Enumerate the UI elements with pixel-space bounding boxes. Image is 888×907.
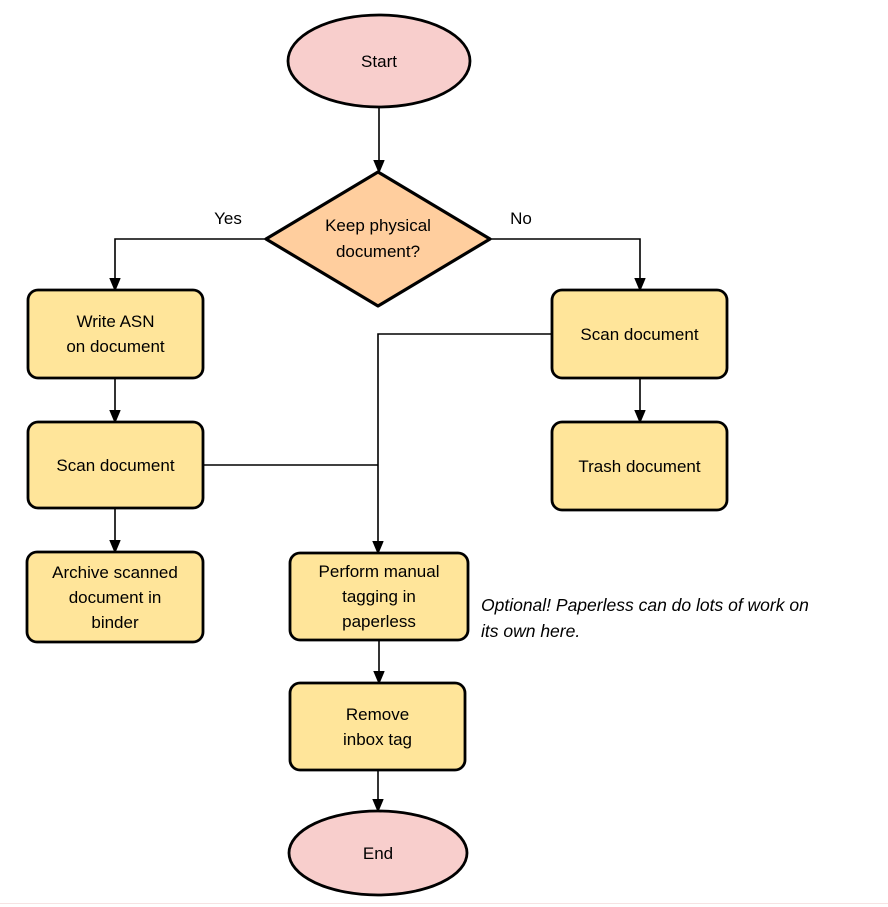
yes-edge-label: Yes — [214, 209, 242, 228]
end-node — [287, 809, 469, 897]
edge-scanright-to-tagging — [378, 333, 552, 543]
trash-document-node — [550, 420, 729, 512]
optional-annotation: Optional! Paperless can do lots of work … — [481, 595, 809, 641]
bottom-edge-divider — [0, 903, 888, 904]
scan-document-left-node — [26, 420, 205, 510]
start-node — [286, 13, 472, 109]
write-asn-node — [26, 288, 205, 380]
edge-decision-yes — [115, 238, 266, 280]
edge-decision-no — [490, 238, 640, 280]
manual-tagging-node — [288, 551, 470, 642]
no-edge-label: No — [510, 209, 532, 228]
decision-node — [264, 170, 492, 308]
scan-document-right-node — [550, 288, 729, 380]
archive-binder-node — [25, 550, 205, 644]
remove-inbox-tag-node — [288, 681, 467, 772]
